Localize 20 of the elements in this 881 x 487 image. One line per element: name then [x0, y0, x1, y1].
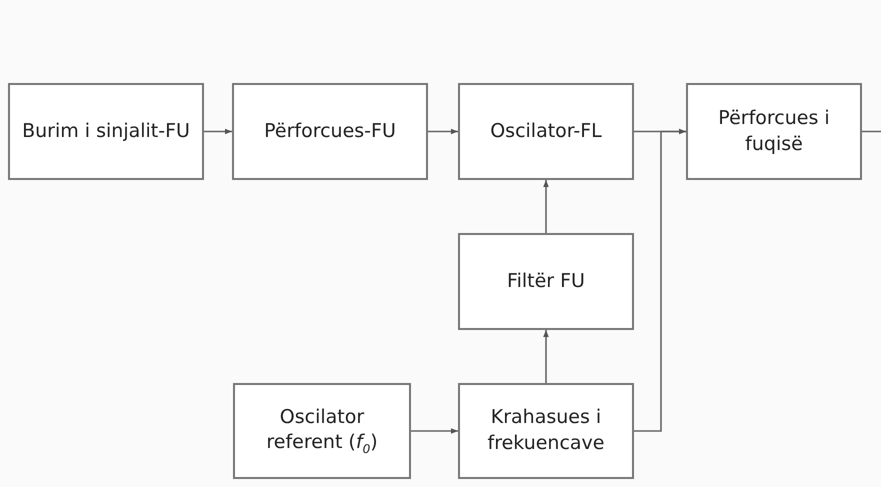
process-box: [458, 233, 634, 330]
process-box: [458, 83, 634, 180]
arrow: [543, 180, 549, 233]
box-label: Përforcues-FU: [263, 118, 397, 144]
arrow: [634, 128, 686, 432]
arrow: [204, 128, 232, 134]
process-box: [686, 83, 862, 180]
box-label: Oscilator referent (f$_{0}$): [265, 404, 379, 458]
box-label: Oscilator-FL: [489, 118, 603, 144]
box-label: Filtër FU: [506, 268, 586, 294]
process-box: [233, 383, 411, 479]
process-box: [458, 383, 634, 479]
process-box: [232, 83, 428, 180]
arrow: [428, 128, 458, 134]
arrow: [411, 428, 458, 434]
box-label: Burim i sinjalit-FU: [21, 118, 191, 144]
arrow: [543, 330, 549, 383]
process-box: [8, 83, 204, 180]
box-label: Krahasues i frekuencave: [486, 405, 606, 456]
box-label: Përforcues i fuqisë: [717, 106, 831, 156]
